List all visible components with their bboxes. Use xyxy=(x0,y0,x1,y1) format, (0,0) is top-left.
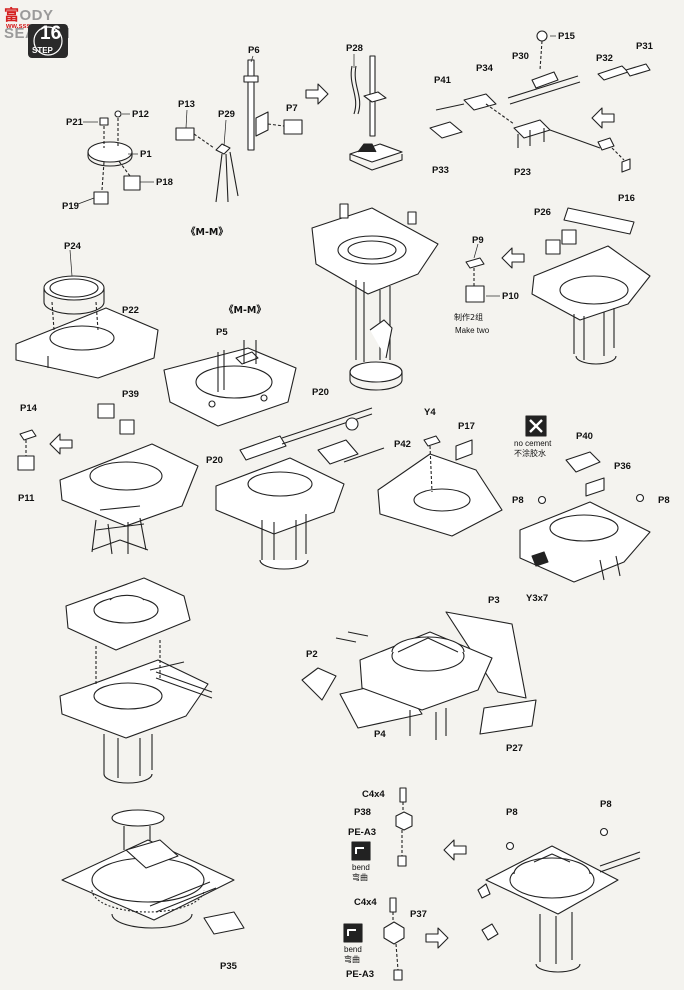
label-bend-cn-bottom: 弯曲 xyxy=(344,955,360,964)
label-p7: P7 xyxy=(286,103,298,114)
label-bend-bottom: bend xyxy=(344,945,362,954)
step-arrow-icon xyxy=(49,433,73,455)
turret-final-assembly-a xyxy=(61,809,245,935)
label-p39: P39 xyxy=(122,389,139,400)
p42-panel-subassembly xyxy=(377,435,503,537)
label-p26: P26 xyxy=(534,207,551,218)
label-p8-right: P8 xyxy=(658,495,670,506)
c4-pin-subassembly xyxy=(351,787,413,867)
turret-floor-assembly-a xyxy=(311,203,439,391)
label-p9: P9 xyxy=(472,235,484,246)
turret-gun-assembly-a xyxy=(215,407,385,570)
label-p36: P36 xyxy=(614,461,631,472)
turret-floor-assembly-d xyxy=(519,451,651,583)
label-c4x4-bottom: C4x4 xyxy=(354,897,377,908)
label-y3x7: Y3x7 xyxy=(526,593,549,604)
label-p35: P35 xyxy=(220,961,237,972)
label-p23: P23 xyxy=(514,167,531,178)
label-no-cement-cn: 不涂胶水 xyxy=(514,449,546,458)
label-p19: P19 xyxy=(62,201,79,212)
label-p29: P29 xyxy=(218,109,235,120)
label-mm-1: 《M-M》 xyxy=(186,227,228,238)
label-c4x4-top: C4x4 xyxy=(362,789,385,800)
label-p28: P28 xyxy=(346,43,363,54)
label-p8-lower-right: P8 xyxy=(600,799,612,810)
label-p20-left: P20 xyxy=(206,455,223,466)
label-p13: P13 xyxy=(178,99,195,110)
label-p41: P41 xyxy=(434,75,451,86)
label-p17: P17 xyxy=(458,421,475,432)
label-y4: Y4 xyxy=(424,407,436,418)
step-arrow-icon xyxy=(443,839,467,861)
p11-block-subassembly xyxy=(17,429,37,471)
label-p33: P33 xyxy=(432,165,449,176)
no-cement-icon xyxy=(525,415,547,437)
turret-hull-assembly-b xyxy=(301,611,537,740)
label-p1: P1 xyxy=(140,149,152,160)
turret-final-assembly-b xyxy=(477,827,641,973)
label-mm-2: 《M-M》 xyxy=(224,305,266,316)
p1-disk-subassembly xyxy=(87,110,141,205)
step-arrow-icon xyxy=(305,83,329,105)
label-p32: P32 xyxy=(596,53,613,64)
label-p20-top: P20 xyxy=(312,387,329,398)
label-p34: P34 xyxy=(476,63,493,74)
c4-pin-subassembly-2 xyxy=(343,897,405,981)
p5-deck-subassembly xyxy=(163,340,297,427)
label-p30: P30 xyxy=(512,51,529,62)
label-make-two: Make two xyxy=(455,326,490,335)
label-p2: P2 xyxy=(306,649,318,660)
label-pe-a3-bottom: PE-A3 xyxy=(346,969,374,980)
step-badge-icon xyxy=(28,24,68,58)
label-p12: P12 xyxy=(132,109,149,120)
label-p10: P10 xyxy=(502,291,519,302)
label-p15: P15 xyxy=(558,31,575,42)
label-p37: P37 xyxy=(410,909,427,920)
step-arrow-icon xyxy=(591,107,615,129)
p22-plate-subassembly xyxy=(15,275,159,379)
label-p21: P21 xyxy=(66,117,83,128)
label-p42: P42 xyxy=(394,439,411,450)
label-bend-top: bend xyxy=(352,863,370,872)
label-pe-a3-top: PE-A3 xyxy=(348,827,376,838)
turret-hull-assembly-a xyxy=(59,577,213,784)
turret-floor-assembly-c xyxy=(59,403,199,555)
label-p31: P31 xyxy=(636,41,653,52)
label-p11: P11 xyxy=(18,493,35,504)
label-p4: P4 xyxy=(374,729,386,740)
label-p8-left: P8 xyxy=(512,495,524,506)
brand-url: ww.sss.com xyxy=(6,23,47,30)
label-p16: P16 xyxy=(618,193,635,204)
p28-base-subassembly xyxy=(349,55,403,171)
label-p40: P40 xyxy=(576,431,593,442)
label-p14: P14 xyxy=(20,403,37,414)
label-p27: P27 xyxy=(506,743,523,754)
step-arrow-icon xyxy=(425,927,449,949)
label-no-cement: no cement xyxy=(514,439,552,448)
label-p18: P18 xyxy=(156,177,173,188)
label-p24: P24 xyxy=(64,241,81,252)
label-p8-lower-left: P8 xyxy=(506,807,518,818)
p29-bracket-subassembly xyxy=(175,127,239,203)
step-word: STEP xyxy=(32,46,53,55)
label-p3: P3 xyxy=(488,595,500,606)
turret-floor-assembly-b xyxy=(531,207,651,365)
label-p6: P6 xyxy=(248,45,260,56)
p6-rod-subassembly xyxy=(243,59,303,151)
label-bend-cn-top: 弯曲 xyxy=(352,873,368,882)
step-arrow-icon xyxy=(501,247,525,269)
label-make-two-cn: 制作2组 xyxy=(454,313,484,322)
label-p38: P38 xyxy=(354,807,371,818)
step-number: 16 xyxy=(40,23,62,44)
p10-block-subassembly xyxy=(465,257,485,303)
gun-mount-subassembly xyxy=(429,30,651,173)
label-p22: P22 xyxy=(122,305,139,316)
label-p5: P5 xyxy=(216,327,228,338)
